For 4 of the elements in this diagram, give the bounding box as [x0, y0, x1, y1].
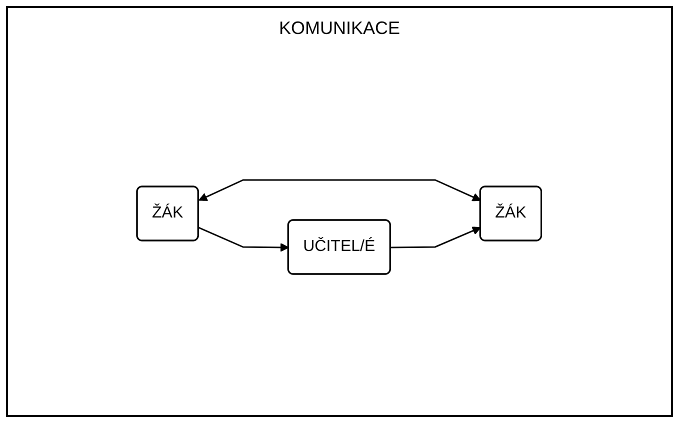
- arrow: [391, 226, 482, 248]
- arrow: [198, 179, 482, 202]
- arrow: [198, 226, 290, 252]
- diagram-label: KOMUNIKACE: [278, 18, 400, 39]
